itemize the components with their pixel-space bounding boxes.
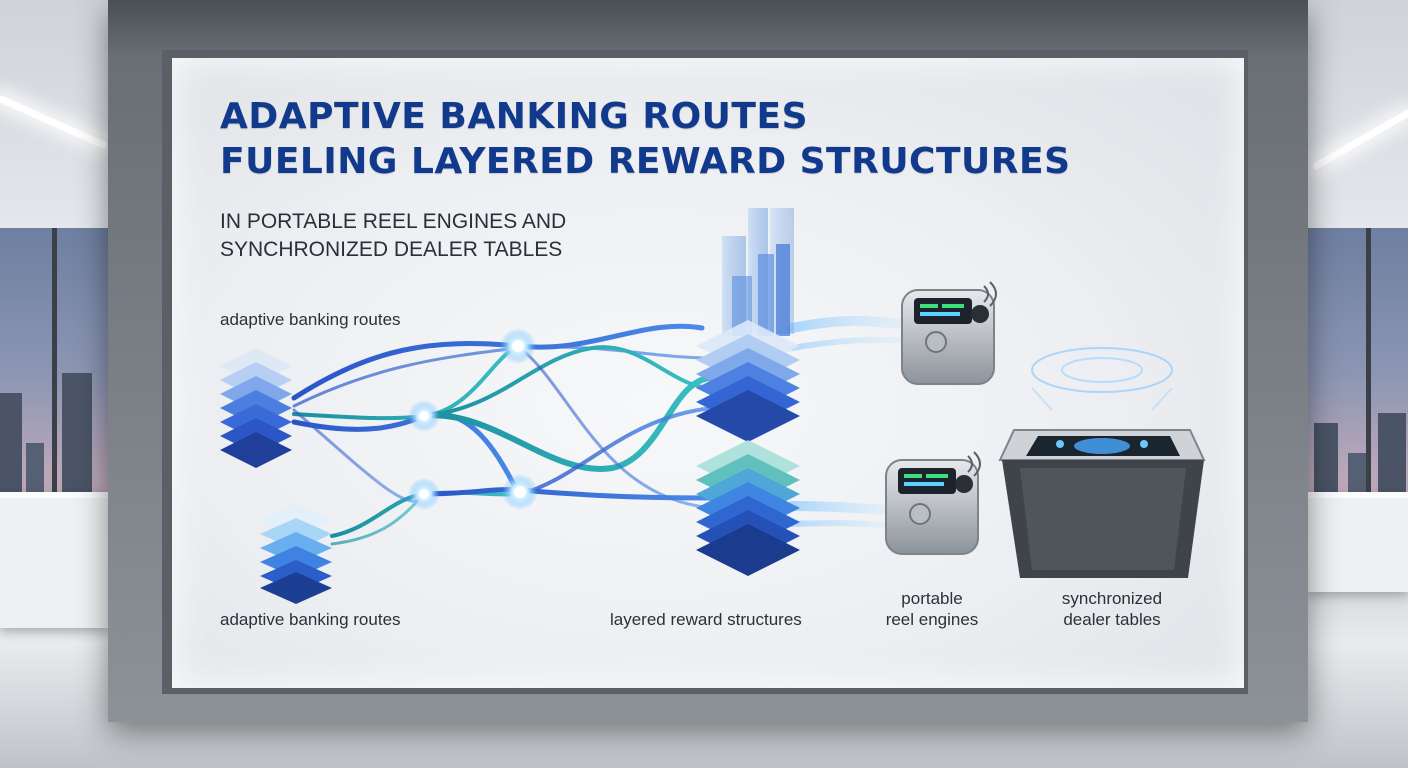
node-icon (408, 400, 440, 432)
data-stack-icon (260, 504, 332, 604)
data-stack-icon (696, 320, 800, 442)
office-desk-left (0, 492, 108, 628)
route-strands (294, 321, 922, 544)
display-panel: ADAPTIVE BANKING ROUTES FUELING LAYERED … (172, 58, 1244, 688)
label-dealer-line-1: synchronized (1062, 589, 1162, 608)
label-reel-engines: portable reel engines (868, 588, 996, 630)
label-reel-line-2: reel engines (886, 610, 979, 629)
label-source-top: adaptive banking routes (220, 309, 401, 330)
office-desk-right (1308, 492, 1408, 592)
label-reel-line-1: portable (901, 589, 962, 608)
reel-engine-device-icon (902, 282, 996, 384)
label-dealer-line-2: dealer tables (1063, 610, 1160, 629)
page-title: ADAPTIVE BANKING ROUTES FUELING LAYERED … (220, 94, 1071, 184)
label-source-bottom: adaptive banking routes (220, 609, 401, 630)
title-line-2: FUELING LAYERED REWARD STRUCTURES (220, 141, 1071, 182)
subtitle-line-1: IN PORTABLE REEL ENGINES AND (220, 210, 566, 233)
subtitle-line-2: SYNCHRONIZED DEALER TABLES (220, 238, 562, 261)
node-icon (502, 474, 538, 510)
dealer-table-device-icon (1000, 348, 1204, 578)
data-stack-icon (696, 440, 800, 576)
label-dealer-tables: synchronized dealer tables (1044, 588, 1180, 630)
reel-engine-device-icon (886, 452, 980, 554)
label-reward: layered reward structures (610, 609, 802, 630)
node-icon (408, 478, 440, 510)
node-icon (500, 328, 536, 364)
bar-chart-icon (722, 208, 794, 336)
page-subtitle: IN PORTABLE REEL ENGINES AND SYNCHRONIZE… (220, 208, 566, 264)
data-stack-icon (220, 348, 292, 468)
title-line-1: ADAPTIVE BANKING ROUTES (220, 96, 808, 137)
